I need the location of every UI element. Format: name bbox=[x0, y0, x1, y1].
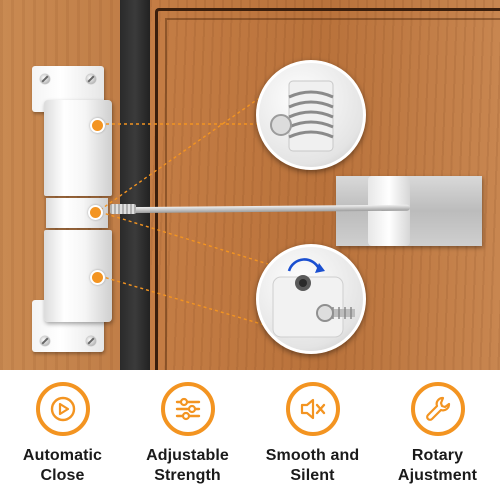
feature-smooth-and-silent: Smooth and Silent bbox=[250, 372, 375, 500]
screw-icon bbox=[86, 336, 96, 346]
feature-strip: Automatic Close Adjustable Strength bbox=[0, 372, 500, 500]
bracket-roller-block bbox=[368, 176, 410, 246]
play-circle-icon bbox=[35, 382, 90, 436]
feature-label: Automatic Close bbox=[22, 447, 103, 484]
spring-icon bbox=[270, 80, 334, 152]
feature-label: Adjustable Strength bbox=[146, 447, 229, 484]
spring-zoom-callout bbox=[256, 60, 366, 170]
sliders-icon bbox=[160, 382, 215, 436]
adjustment-screw-zoom-callout bbox=[256, 244, 366, 354]
feature-automatic-close: Automatic Close bbox=[0, 372, 125, 500]
screw-icon bbox=[40, 336, 50, 346]
screw-icon bbox=[86, 74, 96, 84]
wrench-icon bbox=[410, 382, 465, 436]
mute-speaker-icon bbox=[285, 382, 340, 436]
feature-rotary-adjustment: Rotary Ajustment bbox=[375, 372, 500, 500]
rod-thread bbox=[110, 204, 136, 214]
spring-marker bbox=[90, 118, 105, 133]
lower-body-marker bbox=[90, 270, 105, 285]
feature-label: Rotary Ajustment bbox=[397, 447, 478, 484]
hinge-marker bbox=[88, 205, 103, 220]
product-photo bbox=[0, 0, 500, 370]
door-frame bbox=[120, 0, 150, 370]
screw-icon bbox=[40, 74, 50, 84]
feature-label: Smooth and Silent bbox=[265, 447, 360, 484]
closer-upper-cylinder bbox=[44, 100, 112, 196]
rotate-arrow-icon bbox=[272, 258, 355, 338]
feature-adjustable-strength: Adjustable Strength bbox=[125, 372, 250, 500]
